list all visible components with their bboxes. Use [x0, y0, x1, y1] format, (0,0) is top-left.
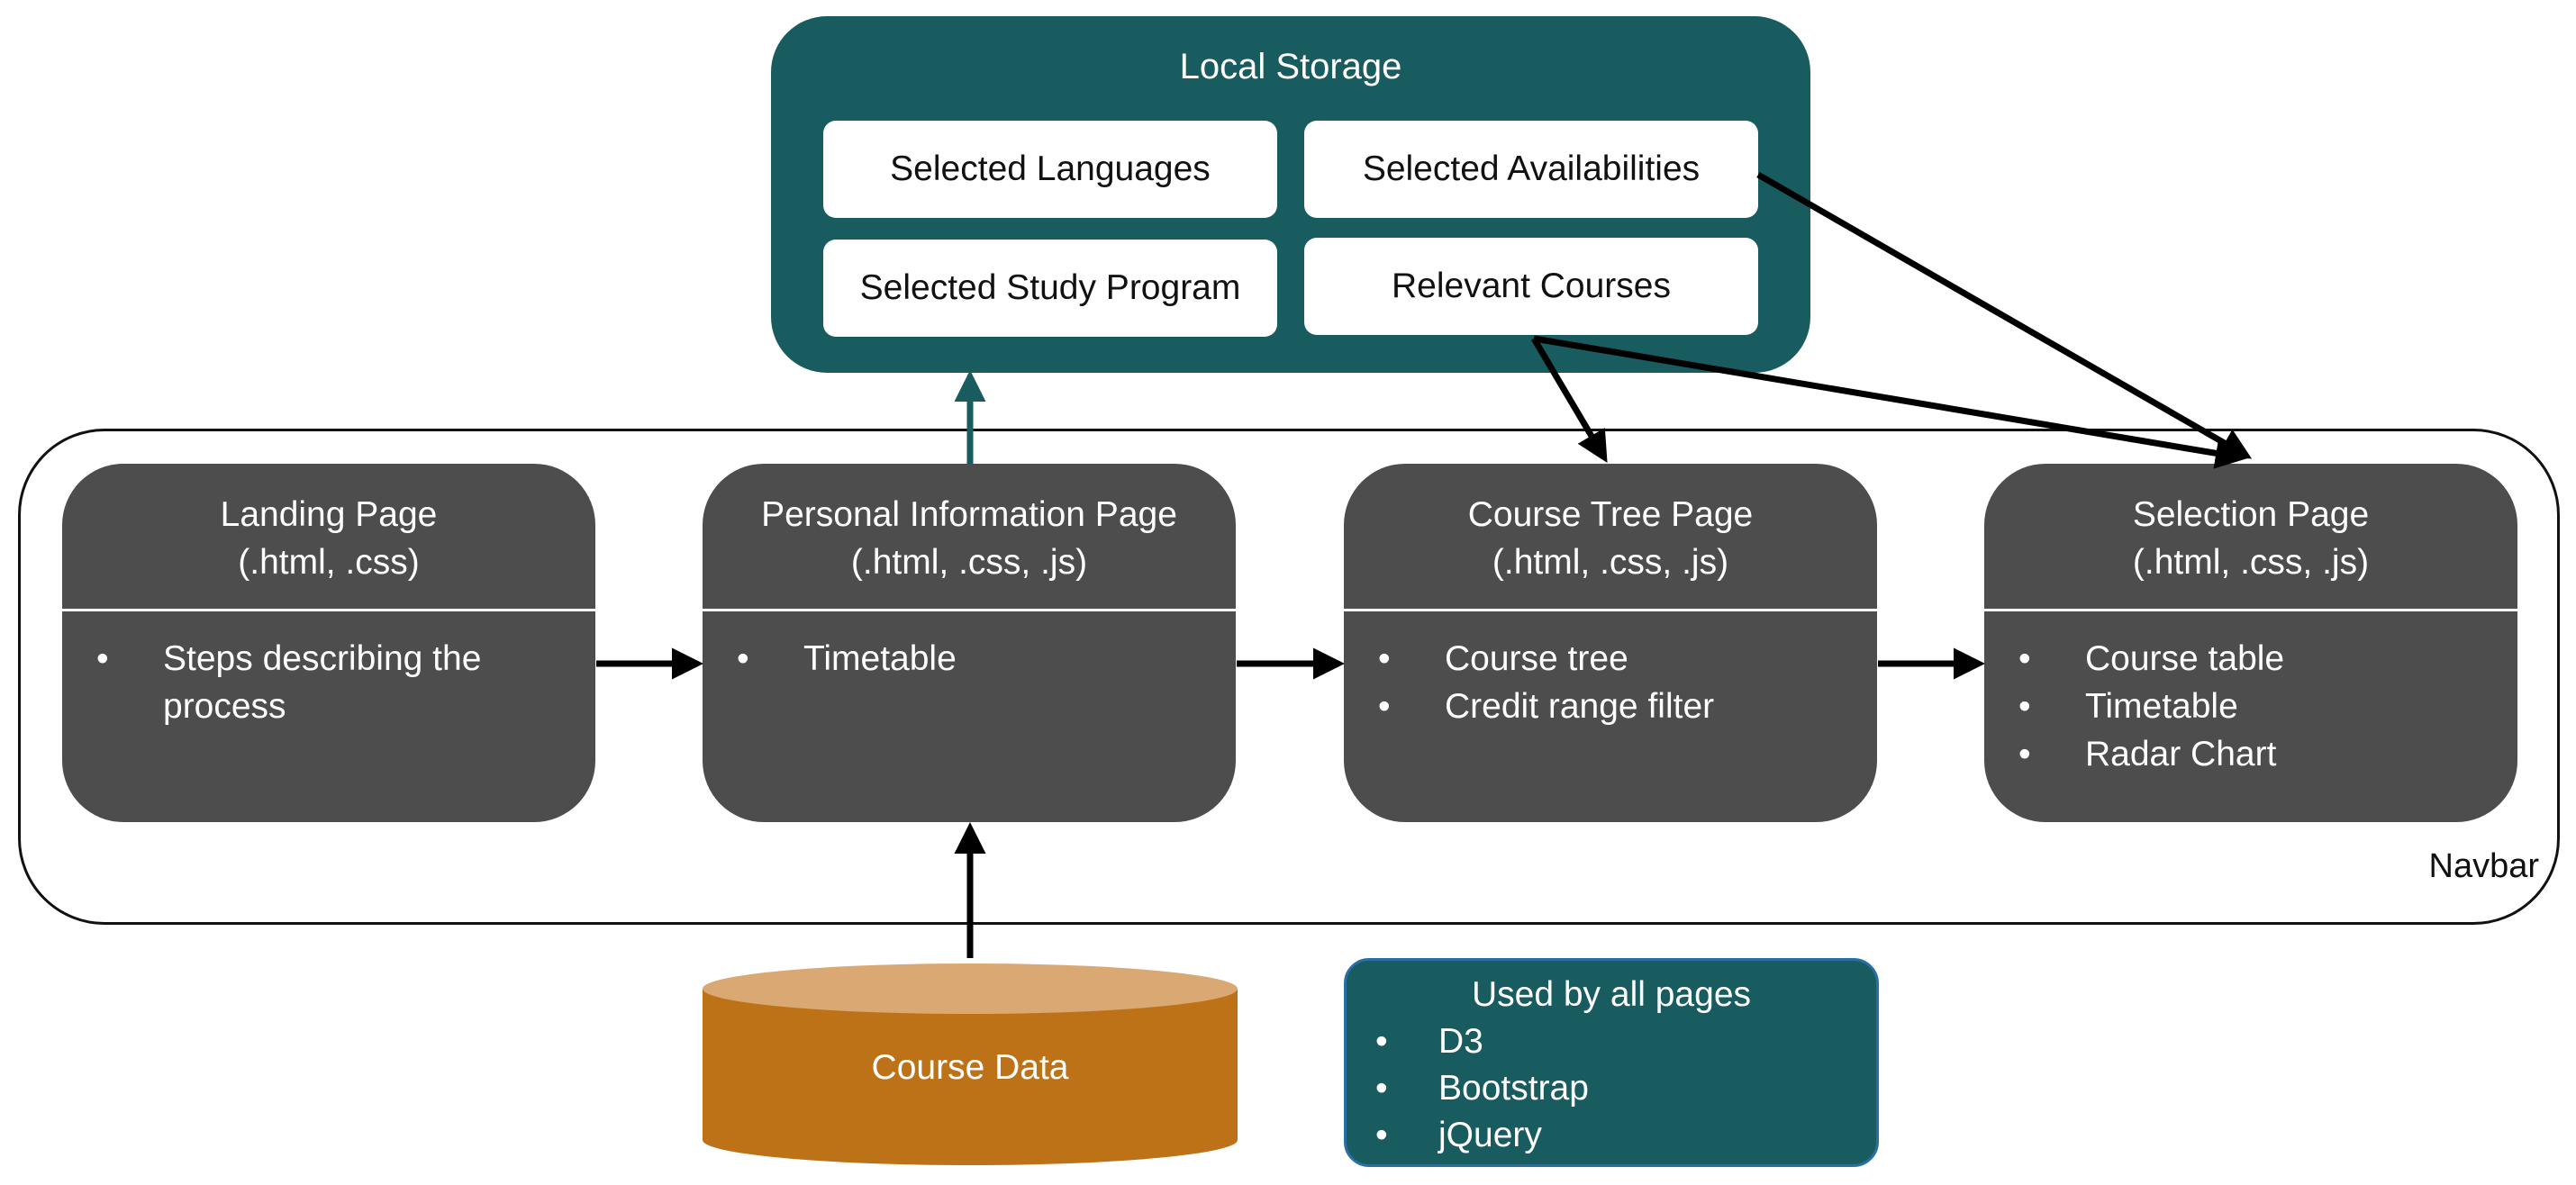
- list-item: • Course table: [1984, 635, 2517, 683]
- shared-libraries-list: • D3 • Bootstrap • jQuery: [1347, 1018, 1876, 1159]
- bullet-icon: •: [2018, 735, 2031, 773]
- page-title: Course Tree Page: [1467, 495, 1754, 534]
- list-item-text: jQuery: [1438, 1116, 1542, 1154]
- list-item: • jQuery: [1347, 1112, 1876, 1159]
- storage-item-relevant-courses: Relevant Courses: [1304, 238, 1758, 335]
- bullet-icon: •: [1375, 1116, 1388, 1154]
- arrow-availabilities-to-selection: [1756, 171, 2253, 459]
- course-data-cylinder: Course Data: [703, 962, 1238, 1167]
- shared-libraries-box: Used by all pages • D3 • Bootstrap • jQuery: [1344, 958, 1879, 1167]
- bullet-icon: •: [2018, 639, 2031, 678]
- bullet-icon: •: [96, 639, 109, 678]
- page-files: (.html, .css, .js): [2132, 543, 2370, 582]
- list-item: • Credit range filter: [1344, 683, 1877, 730]
- list-item-text: Course tree: [1445, 639, 1628, 678]
- list-item: • Timetable: [703, 635, 1236, 683]
- list-item-text: Radar Chart: [2085, 735, 2277, 773]
- list-item-text: Timetable: [803, 639, 957, 678]
- page-files: (.html, .css, .js): [850, 543, 1088, 582]
- course-tree-page-box: Course Tree Page (.html, .css, .js) • Cou…: [1344, 464, 1877, 822]
- list-item-text: D3: [1438, 1022, 1483, 1061]
- list-item-text: Timetable: [2085, 687, 2238, 726]
- list-item: • Steps describing the process: [62, 635, 595, 730]
- page-header: Landing Page (.html, .css): [62, 464, 595, 611]
- list-item: • Timetable: [1984, 683, 2517, 730]
- landing-page-box: Landing Page (.html, .css) • Steps descri…: [62, 464, 595, 822]
- page-header: Course Tree Page (.html, .css, .js): [1344, 464, 1877, 611]
- page-feature-list: • Course table • Timetable • Radar Chart: [1984, 611, 2517, 778]
- page-header: Personal Information Page (.html, .css, …: [703, 464, 1236, 611]
- list-item: • D3: [1347, 1018, 1876, 1065]
- bullet-icon: •: [1378, 687, 1391, 726]
- list-item: • Radar Chart: [1984, 730, 2517, 778]
- list-item: • Course tree: [1344, 635, 1877, 683]
- page-feature-list: • Steps describing the process: [62, 611, 595, 730]
- navbar-label: Navbar: [2428, 847, 2540, 885]
- bullet-icon: •: [1378, 639, 1391, 678]
- course-data-label: Course Data: [871, 1048, 1069, 1087]
- list-item-text: Credit range filter: [1445, 687, 1715, 726]
- personal-information-page-box: Personal Information Page (.html, .css, …: [703, 464, 1236, 822]
- storage-item-selected-languages: Selected Languages: [823, 121, 1277, 218]
- storage-item-selected-study-program: Selected Study Program: [823, 240, 1277, 337]
- page-title: Selection Page: [2132, 495, 2370, 534]
- database-icon: [703, 963, 1238, 1165]
- bullet-icon: •: [1375, 1022, 1388, 1061]
- list-item-text: Bootstrap: [1438, 1069, 1589, 1108]
- shared-libraries-title: Used by all pages: [1471, 975, 1752, 1014]
- list-item: • Bootstrap: [1347, 1065, 1876, 1112]
- bullet-icon: •: [1375, 1069, 1388, 1108]
- navbar-container: Navbar: [18, 429, 2560, 925]
- page-feature-list: • Course tree • Credit range filter: [1344, 611, 1877, 730]
- page-header: Selection Page (.html, .css, .js): [1984, 464, 2517, 611]
- page-files: (.html, .css): [238, 543, 420, 582]
- page-title: Personal Information Page: [761, 495, 1177, 534]
- bullet-icon: •: [2018, 687, 2031, 726]
- selection-page-box: Selection Page (.html, .css, .js) • Cours…: [1984, 464, 2517, 822]
- storage-item-selected-availabilities: Selected Availabilities: [1304, 121, 1758, 218]
- page-files: (.html, .css, .js): [1492, 543, 1729, 582]
- page-feature-list: • Timetable: [703, 611, 1236, 683]
- list-item-text: Steps describing the process: [163, 639, 482, 726]
- local-storage-title: Local Storage: [1179, 47, 1402, 86]
- page-title: Landing Page: [220, 495, 438, 534]
- local-storage-box: Local Storage Selected Languages Selecte…: [771, 16, 1810, 373]
- list-item-text: Course table: [2085, 639, 2285, 678]
- bullet-icon: •: [737, 639, 749, 678]
